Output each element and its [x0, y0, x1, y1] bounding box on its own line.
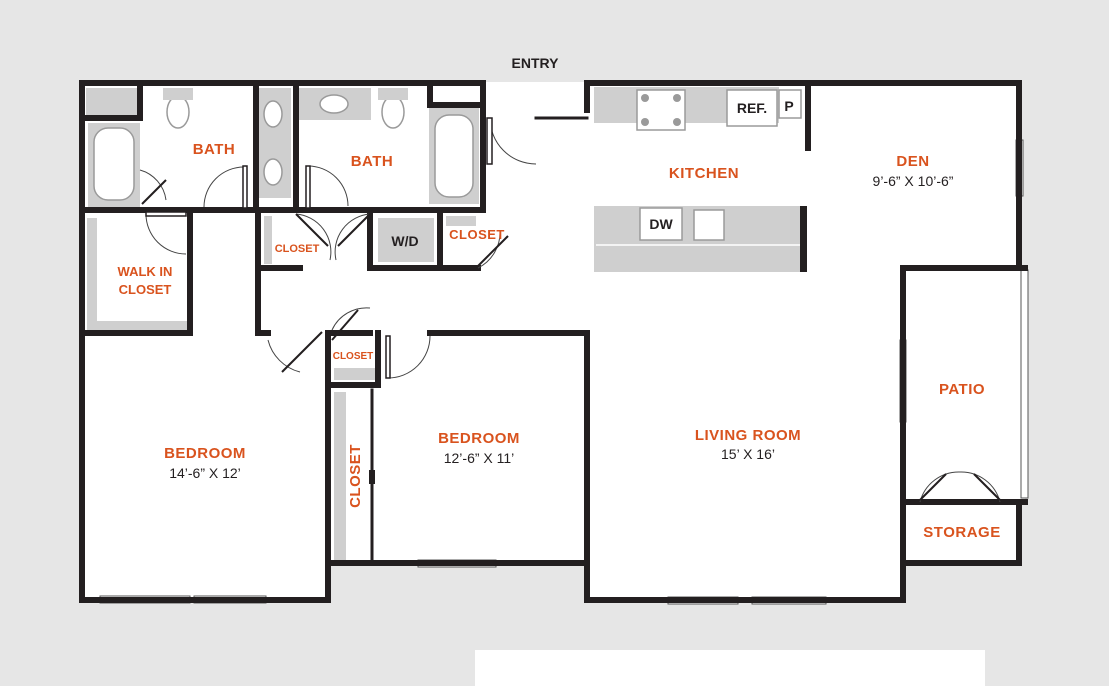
refrigerator-label: REF.	[737, 100, 767, 116]
storage-name: STORAGE	[923, 524, 1000, 541]
sink-left-a	[263, 100, 283, 128]
door-bedroom-main	[281, 331, 323, 373]
floor-area	[82, 82, 1025, 600]
pantry-label: P	[784, 98, 793, 114]
washer-dryer-label: W/D	[391, 233, 418, 249]
door-swing-bath-right	[307, 165, 349, 207]
closet-small-name: CLOSET	[333, 351, 374, 362]
door-bath-right	[305, 165, 311, 209]
dishwasher-label: DW	[649, 216, 673, 232]
den-name: DEN	[896, 153, 929, 170]
bathtub-right-basin	[434, 114, 474, 198]
living-room-dimensions: 15’ X 16’	[721, 446, 775, 462]
burner	[641, 118, 649, 126]
closet-entry-name: CLOSET	[449, 227, 505, 242]
door-swing-storage-left	[919, 471, 961, 503]
wall-patio	[900, 265, 1028, 505]
bedroom-main-name: BEDROOM	[164, 445, 246, 462]
bath-fixtures	[86, 88, 479, 262]
background-notch	[475, 650, 985, 686]
bedroom-second-dimensions: 12’-6” X 11’	[444, 450, 515, 466]
bathtub-left-basin	[93, 127, 135, 201]
background-notch-left	[412, 650, 475, 686]
door-wd	[337, 213, 371, 247]
burner	[673, 94, 681, 102]
refrigerator	[726, 89, 778, 127]
bedroom-closet-shelf	[334, 392, 346, 560]
kitchen-name: KITCHEN	[669, 165, 739, 182]
closet-bedroom-name: CLOSET	[347, 444, 364, 508]
closet-corner	[86, 88, 138, 116]
walk-in-closet-name-line2: CLOSET	[119, 282, 172, 297]
entry-label: ENTRY	[512, 55, 560, 71]
door-bedroom-second	[385, 335, 391, 379]
door-closet-entry	[477, 235, 509, 267]
bath-right-name: BATH	[351, 153, 394, 170]
walk-in-shelf	[87, 218, 188, 331]
door-swing-walk-in	[145, 213, 187, 255]
door-swing-storage-right	[959, 471, 1001, 503]
sink-left-b	[263, 158, 283, 186]
door-swing-bedroom-second	[387, 335, 431, 379]
kitchen-sink	[693, 209, 725, 241]
wall-walk-in-closet	[79, 207, 193, 336]
island-wall	[800, 206, 807, 272]
door-swing-closet-hall	[295, 213, 332, 261]
door-entry	[486, 117, 493, 165]
door-swing-tub-left	[139, 169, 167, 201]
door-closet-hall	[295, 213, 329, 247]
toilet-right-tank	[378, 88, 408, 100]
bath-left-name: BATH	[193, 141, 236, 158]
closet-hall-shelf	[264, 216, 272, 264]
door-swing-bedroom-main	[267, 339, 301, 373]
patio-name: PATIO	[939, 381, 985, 398]
door-storage-left	[919, 473, 947, 501]
den-dimensions: 9’-6” X 10’-6”	[873, 173, 954, 189]
door-swing-closet-entry	[477, 229, 501, 269]
sink-right	[319, 94, 349, 114]
window	[1020, 269, 1029, 499]
door-closet-small	[331, 309, 359, 341]
door-bath-left	[242, 165, 248, 209]
door-tub-left	[141, 179, 167, 205]
door-storage-right	[973, 473, 1001, 501]
closet-entry-shelf	[446, 216, 476, 226]
washer-dryer	[378, 218, 434, 262]
doors	[139, 117, 1001, 503]
closet-small-shelf	[334, 368, 376, 380]
burner	[673, 118, 681, 126]
burner	[641, 94, 649, 102]
toilet-left-tank	[163, 88, 193, 100]
kitchen-counters	[594, 87, 807, 272]
pantry	[778, 89, 802, 119]
living-room-name: LIVING ROOM	[695, 427, 801, 444]
closet-hall-name: CLOSET	[275, 243, 320, 255]
dishwasher	[639, 207, 683, 241]
walk-in-closet-name-line1: WALK IN	[118, 264, 173, 279]
bedroom-main-dimensions: 14’-6” X 12’	[169, 465, 241, 481]
door-swing-closet-small	[331, 307, 371, 331]
walls	[79, 80, 1028, 603]
door-walk-in	[145, 211, 187, 217]
door-swing-bath-left	[203, 166, 245, 208]
labels: ENTRY BATH BATH WALK IN CLOSET CLOSET CL…	[118, 55, 1001, 541]
bedroom-second-name: BEDROOM	[438, 430, 520, 447]
closet-shelves	[87, 216, 476, 560]
door-swing-wd	[334, 213, 371, 261]
wall-exterior-north-east	[584, 80, 1022, 268]
toilet-right-bowl	[381, 95, 405, 129]
toilet-left-bowl	[166, 95, 190, 129]
